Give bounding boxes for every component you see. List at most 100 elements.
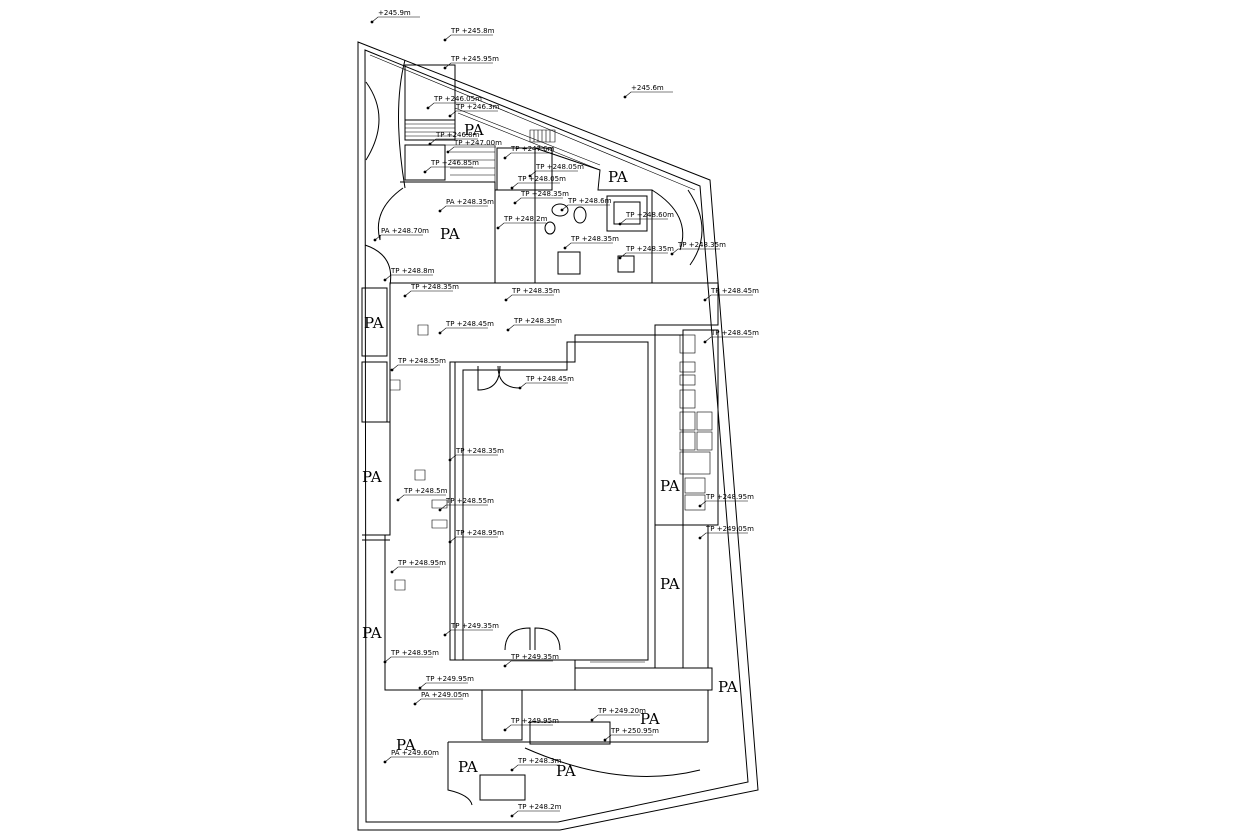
elevation-leader <box>439 504 488 511</box>
elevation-point <box>438 209 442 213</box>
elevation-marker: TP +248.3m <box>510 757 562 772</box>
elevation-point <box>503 664 507 668</box>
elevation-marker: TP +248.35m <box>504 287 560 302</box>
elevation-marker: TP +246.8m <box>428 131 480 146</box>
elevation-point <box>383 660 387 664</box>
elevation-marker: TP +248.35m <box>513 190 569 205</box>
elevation-label: TP +249.95m <box>510 717 559 725</box>
elevation-marker: TP +246.3m <box>448 103 500 118</box>
elevation-point <box>370 20 374 24</box>
elevation-label: TP +248.45m <box>710 329 759 337</box>
elevation-marker: TP +247.6m <box>503 145 555 160</box>
elevation-marker: TP +248.55m <box>390 357 446 372</box>
elevation-marker: TP +249.95m <box>503 717 559 732</box>
elevation-marker: TP +248.35m <box>670 241 726 256</box>
elevation-leader <box>444 34 493 41</box>
elevation-label: TP +246.85m <box>430 159 479 167</box>
elevation-point <box>560 208 564 212</box>
elevation-leader <box>671 248 720 255</box>
elevation-leader <box>504 724 553 731</box>
elevation-marker: TP +248.6m <box>560 197 612 212</box>
elevation-leader <box>561 204 610 211</box>
elevation-leader <box>504 660 553 667</box>
elevation-leader <box>604 734 653 741</box>
elevation-leader <box>591 714 640 721</box>
elevation-marker: TP +248.2m <box>510 803 562 818</box>
elevation-marker: TP +248.05m <box>510 175 566 190</box>
elevation-leader <box>384 656 433 663</box>
zone-label: PA <box>464 121 484 139</box>
elevation-leader <box>449 536 498 543</box>
elevation-marker: TP +249.35m <box>503 653 559 668</box>
elevation-label: TP +247.6m <box>510 145 555 153</box>
elevation-leader <box>439 327 488 334</box>
elevation-point <box>504 298 508 302</box>
elevation-leader <box>424 166 473 173</box>
zone-label: PA <box>660 477 680 495</box>
zone-label: PA <box>396 736 416 754</box>
elevation-label: TP +249.35m <box>510 653 559 661</box>
elevation-label: PA +249.05m <box>421 691 469 699</box>
elevation-leader <box>429 138 478 145</box>
elevation-point <box>496 226 500 230</box>
elevation-point <box>383 278 387 282</box>
elevation-marker: TP +249.35m <box>443 622 499 637</box>
elevation-leader <box>447 146 496 153</box>
elevation-point <box>383 760 387 764</box>
elevation-marker: PA +249.60m <box>383 749 439 764</box>
elevation-leader <box>699 532 748 539</box>
elevation-marker: TP +248.45m <box>438 320 494 335</box>
elevation-leader <box>439 205 488 212</box>
elevation-point <box>413 702 417 706</box>
elevation-label: PA +248.35m <box>446 198 494 206</box>
elevation-leader <box>619 218 668 225</box>
zone-label: PA <box>458 758 478 776</box>
elevation-point <box>403 294 407 298</box>
elevation-point <box>448 540 452 544</box>
elevation-marker: TP +248.55m <box>438 497 494 512</box>
elevation-point <box>510 186 514 190</box>
elevation-leader <box>371 16 420 23</box>
elevation-marker: TP +248.5m <box>396 487 448 502</box>
elevation-point <box>618 256 622 260</box>
elevation-label: TP +249.20m <box>597 707 646 715</box>
zone-label: PA <box>440 225 460 243</box>
elevation-leader <box>511 810 560 817</box>
elevation-point <box>390 368 394 372</box>
elevation-marker: TP +247.00m <box>446 139 502 154</box>
elevation-point <box>698 536 702 540</box>
elevation-label: TP +248.35m <box>677 241 726 249</box>
zone-labels: PA PA PA PA PA PA PA PA PA PA PA PA PA <box>362 121 738 780</box>
elevation-leader <box>505 294 554 301</box>
elevation-marker: TP +248.2m <box>496 215 548 230</box>
elevation-leader <box>391 364 440 371</box>
elevation-leader <box>529 170 578 177</box>
elevation-marker: TP +248.95m <box>698 493 754 508</box>
elevation-point <box>618 222 622 226</box>
elevation-label: TP +248.55m <box>397 357 446 365</box>
elevation-point <box>446 150 450 154</box>
elevation-marker: TP +248.05m <box>528 163 584 178</box>
elevation-marker: TP +248.35m <box>448 447 504 462</box>
elevation-leader <box>704 294 753 301</box>
elevation-leader <box>444 62 493 69</box>
elevation-label: TP +248.35m <box>570 235 619 243</box>
elevation-marker: TP +248.35m <box>506 317 562 332</box>
elevation-point <box>396 498 400 502</box>
elevation-marker: TP +248.60m <box>618 211 674 226</box>
elevation-marker: TP +248.35m <box>563 235 619 250</box>
elevation-leader <box>564 242 613 249</box>
elevation-leader <box>519 382 568 389</box>
elevation-label: TP +248.3m <box>517 757 562 765</box>
elevation-point <box>443 66 447 70</box>
elevation-leader <box>404 290 453 297</box>
elevation-leader <box>699 500 748 507</box>
elevation-point <box>703 340 707 344</box>
elevation-marker: TP +248.45m <box>518 375 574 390</box>
zone-label: PA <box>362 624 382 642</box>
elevation-label: TP +248.95m <box>455 529 504 537</box>
elevation-leader <box>704 336 753 343</box>
elevation-leader <box>504 152 553 159</box>
elevation-point <box>528 174 532 178</box>
